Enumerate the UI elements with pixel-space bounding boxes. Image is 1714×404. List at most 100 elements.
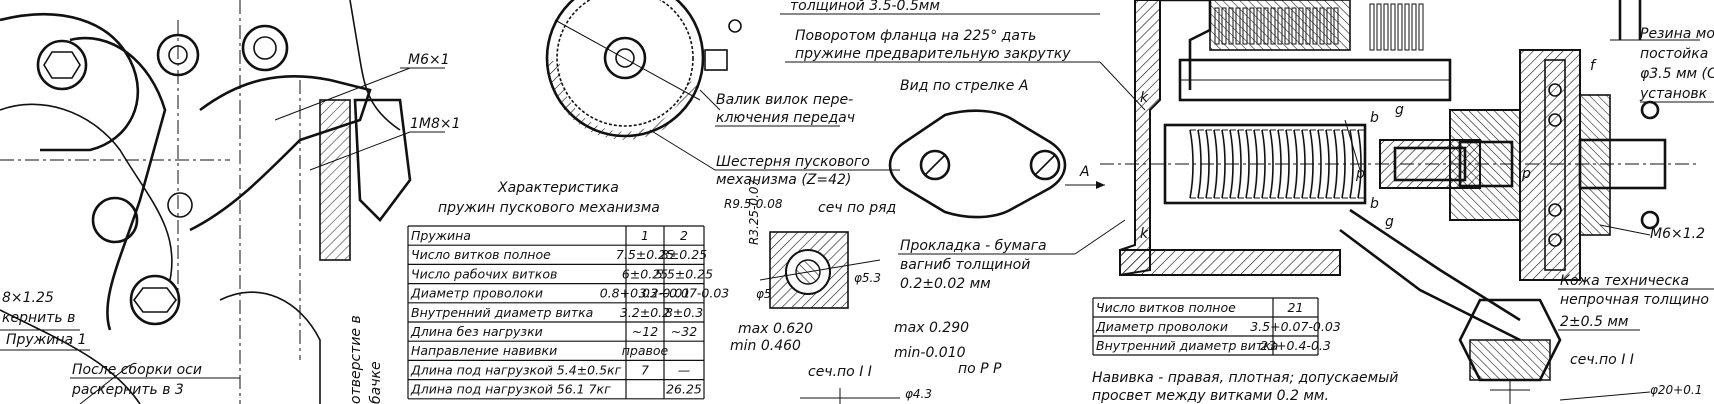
starter-gear-view	[545, 0, 742, 140]
callout-flange1: Поворотом фланца на 225° дать	[795, 28, 1036, 44]
label-k-bottom: k	[1140, 226, 1149, 242]
winding-note-2: просвет между витками 0.2 мм.	[1092, 388, 1329, 404]
table-title-line2: пружин пускового механизма	[438, 200, 660, 216]
flange-view-a: Вид по стрелке А A Прокладка - бумага ва…	[888, 78, 1126, 292]
callout-hole2: бачке	[368, 361, 384, 404]
spring-table-cell: Длина под нагрузкой 5.4±0.5кг	[410, 362, 622, 377]
gear-tooth	[1326, 7, 1332, 45]
coil-winding	[1245, 129, 1250, 199]
coil-winding	[1269, 129, 1274, 199]
gear-callouts: толщиной 3.5-0.5мм Поворотом фланца на 2…	[649, 0, 1146, 188]
coil-winding	[1221, 129, 1226, 199]
callout-min0460: min 0.460	[730, 338, 801, 354]
spring-table-cell: 7	[641, 362, 649, 377]
callout-hole1: отверстие в	[348, 315, 364, 404]
coil-winding	[1213, 129, 1218, 199]
upper-pivot	[241, 24, 289, 72]
callout-shaft1: Валик вилок пере-	[716, 92, 853, 108]
callout-leather3: 2±0.5 мм	[1560, 314, 1629, 330]
spring-table-cell: Число рабочих витков	[411, 266, 557, 281]
label-g-bottom: g	[1385, 214, 1394, 230]
callout-rubber1: Резина мо	[1640, 26, 1714, 42]
callout-leather2: непрочная толщино	[1560, 292, 1709, 308]
label-p-right: p	[1521, 166, 1531, 182]
label-g-top: g	[1395, 102, 1404, 118]
spring-table-cell: Диаметр проволоки	[410, 286, 543, 301]
gear-tooth	[1319, 7, 1325, 45]
spring-table-cell: ~32	[671, 324, 697, 339]
gear-tooth	[1411, 3, 1417, 51]
coil-winding	[1237, 129, 1242, 199]
spring-table-header-cell: 2	[680, 228, 688, 243]
spring-table-cell: 26.25	[666, 382, 702, 397]
callout-gear1: Шестерня пускового	[716, 154, 870, 170]
gear-tooth	[1376, 3, 1382, 51]
spring-table-cell: 7.5±0.25	[616, 247, 674, 262]
label-b-top: b	[1370, 110, 1379, 126]
callout-sec-row: сеч по ряд	[818, 200, 896, 216]
gear-tooth	[1397, 3, 1403, 51]
callout-m6x1: М6×1	[408, 52, 450, 68]
left-callouts: М6×1 1М8×1 8×1.25 кернить в Пружина 1 По…	[2, 52, 461, 404]
gear-tooth	[1333, 7, 1339, 45]
coil-table-cell: Число витков полное	[1096, 300, 1236, 315]
gear-tooth	[1214, 7, 1220, 45]
gear-tooth	[1298, 7, 1304, 45]
coil-winding	[1293, 129, 1298, 199]
spring-table-cell: Направление навивки	[411, 343, 557, 358]
gear-tooth	[1305, 7, 1311, 45]
callout-m8x1: 1М8×1	[410, 116, 461, 132]
callout-gear2: механизма (Z=42)	[716, 172, 851, 188]
mounting-bolt-head	[36, 39, 88, 91]
callout-core1: кернить в	[2, 310, 75, 326]
callout-rubber4: установк	[1639, 86, 1708, 102]
callout-flange2: пружине предварительную закрутку	[795, 46, 1071, 62]
callout-po-rr: по Р Р	[958, 361, 1002, 377]
lever-eye	[91, 196, 139, 244]
gear-tooth	[1390, 3, 1396, 51]
coil-table-cell: 23+0.4-0.3	[1260, 338, 1331, 353]
spring-table-cell: 8±0.25	[661, 247, 707, 262]
label-k-top: k	[1140, 90, 1149, 106]
callout-core2: Пружина 1	[6, 332, 87, 348]
callout-gasket2: вагниб толщиной	[900, 257, 1030, 273]
callout-phi20: φ20+0.1	[1650, 383, 1702, 397]
left-lever-mechanism	[0, 0, 445, 404]
gear-tooth	[1221, 7, 1227, 45]
coil-winding	[1261, 129, 1266, 199]
gear-teeth	[1214, 3, 1424, 51]
gear-tooth	[1228, 7, 1234, 45]
arrow-a-label: A	[1079, 164, 1090, 180]
spring-table-cell: Длина без нагрузки	[410, 324, 543, 339]
callout-max0290: max 0.290	[894, 320, 969, 336]
spring-table-cell: 5.5±0.25	[655, 266, 713, 281]
callout-max0620: max 0.620	[738, 321, 813, 337]
gear-tooth	[1312, 7, 1318, 45]
spring-table-cell: Длина под нагрузкой 56.1 7кг	[410, 382, 611, 397]
section-detail: R9.5-0.08 R3.25-0.07 сеч по ряд φ5 φ5.3 …	[724, 179, 1002, 404]
gear-tooth	[1369, 3, 1375, 51]
spring-table-cell: —	[678, 362, 691, 377]
label-p-left: p	[1355, 166, 1365, 182]
spring-table-cell: 3.2±0.2	[620, 305, 670, 320]
callout-r325: R3.25-0.07	[747, 179, 761, 245]
spring-table-header-cell: Пружина	[411, 228, 471, 243]
spring-table-cell: 6±0.25	[622, 266, 668, 281]
callout-sec-ii: сеч.по I I	[808, 364, 872, 380]
callout-r95: R9.5-0.08	[724, 197, 783, 211]
callout-phi5: φ5	[756, 287, 772, 301]
spring-anchor-bolt	[129, 274, 181, 326]
gear-tooth	[1404, 3, 1410, 51]
callout-leather1: Кожа техническа	[1560, 273, 1689, 289]
label-b-bottom: b	[1370, 196, 1379, 212]
flange-outline	[888, 109, 1067, 219]
right-callouts: Резина мо постойка φ3.5 мм (С установк М…	[1558, 26, 1714, 401]
spring-table-cell: правое	[622, 343, 669, 358]
coil-table-cell: 21	[1288, 300, 1304, 315]
spring-table-cell: 8±0.3	[665, 305, 703, 320]
gear-tooth	[1383, 3, 1389, 51]
view-title: Вид по стрелке А	[900, 78, 1028, 94]
